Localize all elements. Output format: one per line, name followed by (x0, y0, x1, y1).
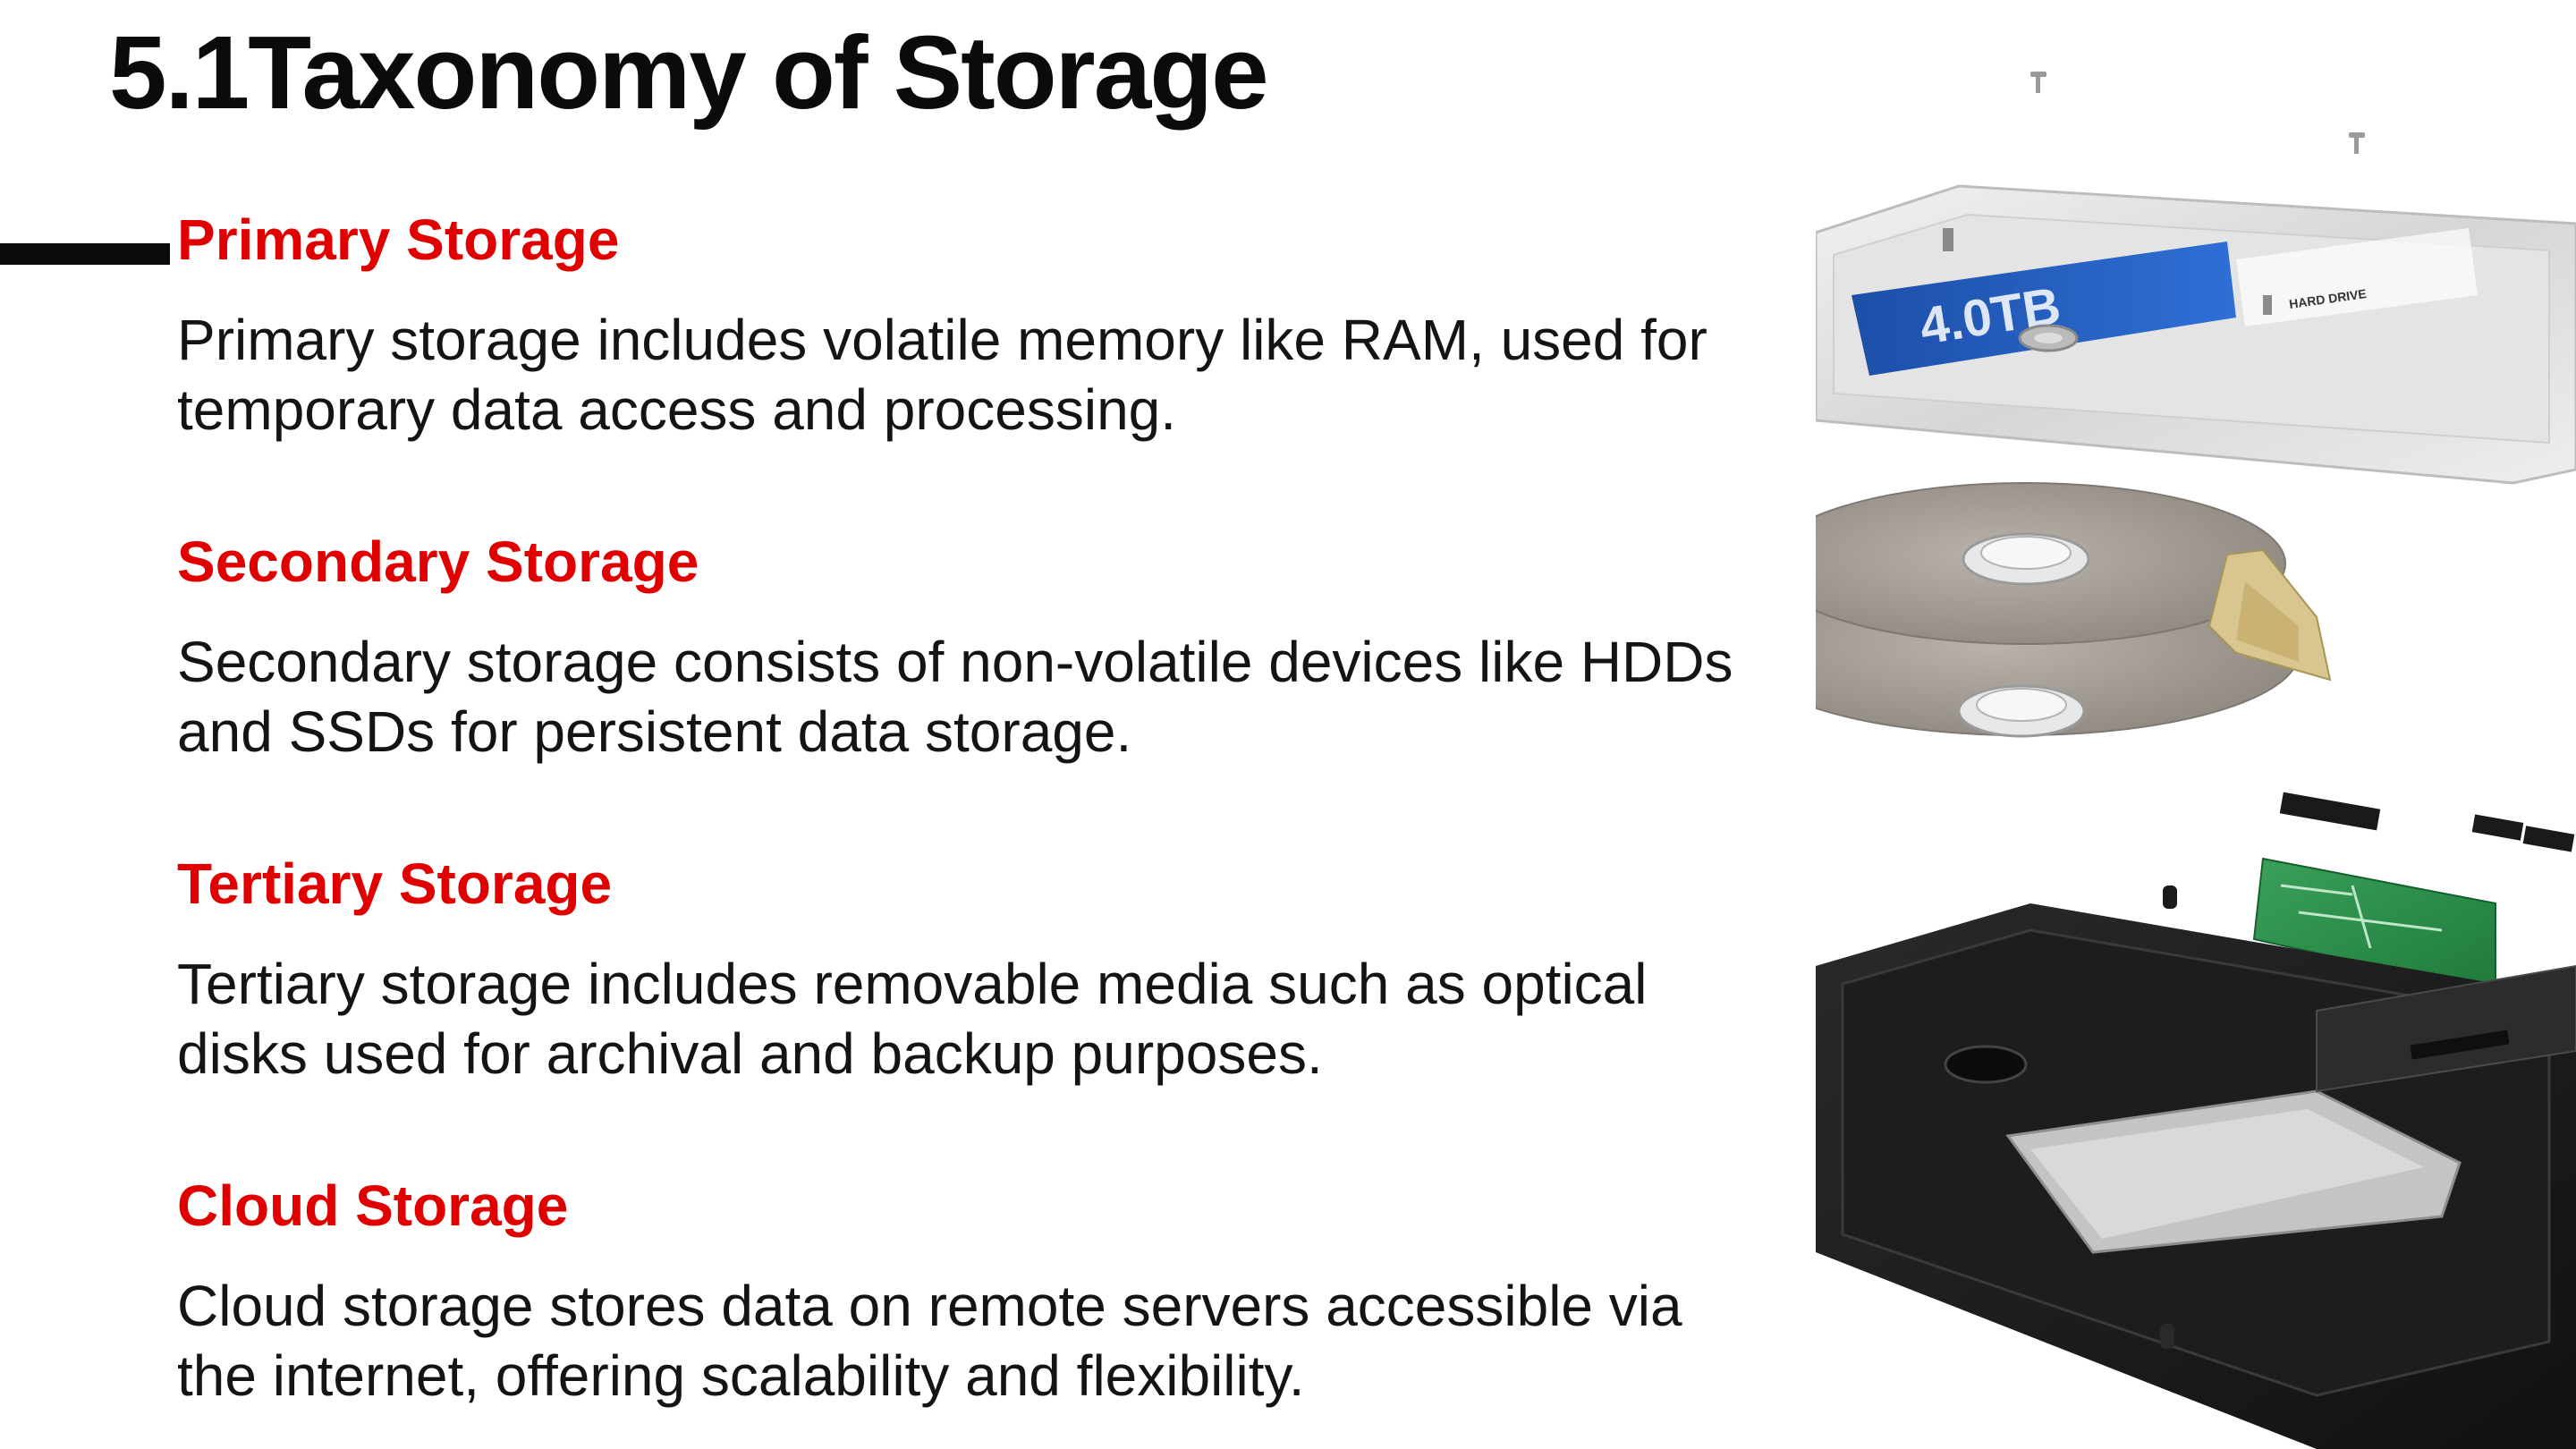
drive-base (1816, 903, 2576, 1449)
section-body: Tertiary storage includes removable medi… (177, 951, 1648, 1086)
section-secondary-storage: Secondary Storage Secondary storage cons… (177, 528, 1769, 767)
section-body: Secondary storage consists of non-volati… (177, 629, 1733, 764)
drive-chips (2163, 792, 2575, 909)
drive-lid: 4.0TB HARD DRIVE (1816, 184, 2576, 485)
exploded-hard-drive-image: 4.0TB HARD DRIVE (1816, 0, 2576, 1449)
section-heading: Primary Storage (177, 208, 620, 272)
section-body: Primary storage includes volatile memory… (177, 307, 1707, 442)
screw-icon (2030, 72, 2365, 154)
slide-title: 5.1Taxonomy of Storage (109, 14, 1269, 131)
section-heading: Secondary Storage (177, 530, 699, 594)
drive-pcb (2252, 857, 2496, 995)
section-heading: Tertiary Storage (177, 852, 613, 916)
drive-platters (1816, 482, 2332, 738)
section-tertiary-storage: Tertiary Storage Tertiary storage includ… (177, 850, 1769, 1089)
section-cloud-storage: Cloud Storage Cloud storage stores data … (177, 1172, 1769, 1411)
accent-bar (0, 243, 170, 265)
section-heading: Cloud Storage (177, 1174, 569, 1238)
section-primary-storage: Primary Storage Primary storage includes… (177, 206, 1769, 445)
section-body: Cloud storage stores data on remote serv… (177, 1273, 1682, 1408)
